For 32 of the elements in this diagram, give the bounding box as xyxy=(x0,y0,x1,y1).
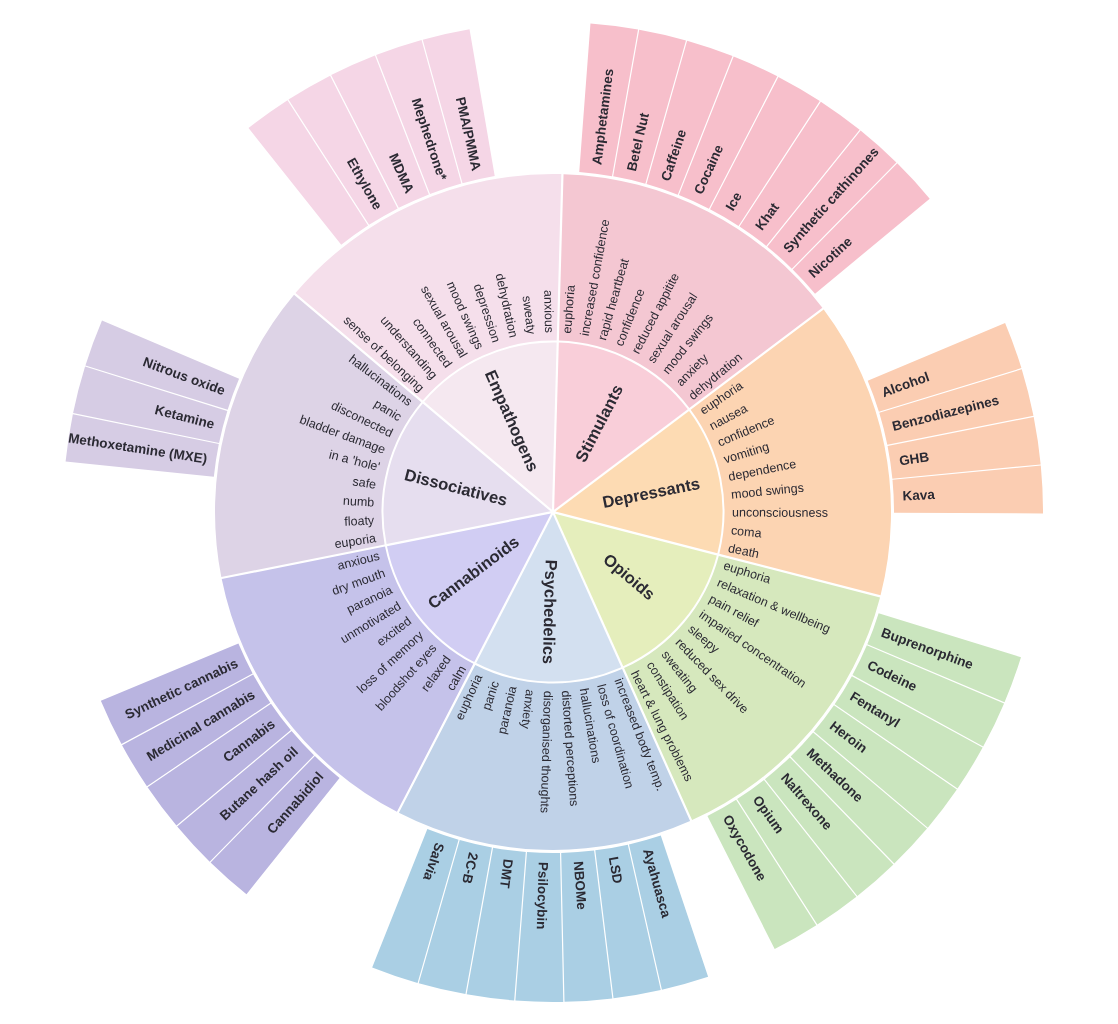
effect-label: death xyxy=(726,541,761,562)
drug-wedge xyxy=(892,465,1043,514)
effect-label: numb xyxy=(342,493,375,510)
category-label: Depressants xyxy=(600,474,702,511)
drug-label: 2C-B xyxy=(459,851,481,886)
drug-wedge xyxy=(629,835,709,990)
drug-label: Kava xyxy=(902,486,936,504)
drug-wedge xyxy=(515,852,564,1002)
drug-wedge xyxy=(613,29,686,184)
effect-label: mood swings xyxy=(730,480,805,502)
category-label: Psychedelics xyxy=(539,559,561,665)
drug-label: GHB xyxy=(898,449,931,469)
effect-label: anxiety xyxy=(518,688,538,730)
effect-label: floaty xyxy=(344,513,375,529)
effect-label: anxious xyxy=(541,289,557,334)
drug-label: Ice xyxy=(722,189,745,214)
effect-label: euphoria xyxy=(559,284,578,335)
drug-wedge xyxy=(372,829,459,983)
drug-label: NBOMe xyxy=(570,860,590,911)
effect-label: disorganised thoughts xyxy=(537,690,555,814)
effect-label: safe xyxy=(351,474,378,492)
effect-label: sweaty xyxy=(519,294,539,336)
effect-label: coma xyxy=(730,523,763,541)
effect-label: unconsciousness xyxy=(732,505,828,520)
drug-label: DMT xyxy=(497,858,516,890)
effect-label: euporia xyxy=(333,531,377,552)
drug-label: LSD xyxy=(605,855,626,885)
drug-label: Salvia xyxy=(420,840,447,883)
drug-label: Betel Nut xyxy=(624,111,652,173)
drug-label: Amphetamines xyxy=(589,67,617,166)
drug-wedge xyxy=(418,840,492,995)
drug-label: Psilocybin xyxy=(533,861,551,930)
